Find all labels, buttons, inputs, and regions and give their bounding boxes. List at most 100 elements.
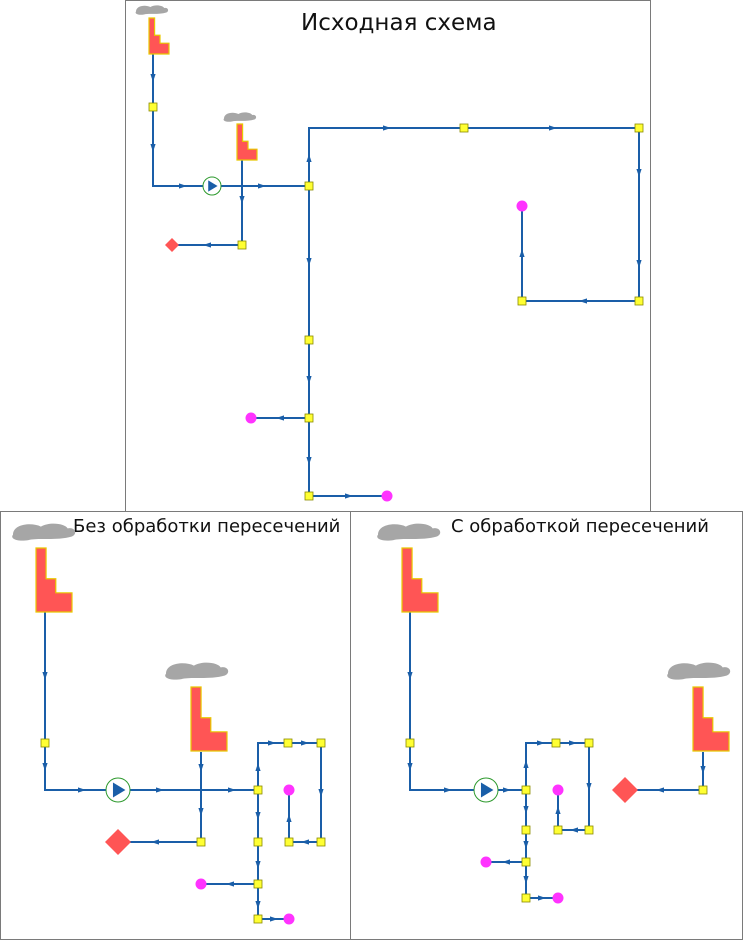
flow-arrow-icon <box>226 881 234 887</box>
junction-node-icon <box>584 738 594 748</box>
flow-arrow-icon <box>523 841 529 849</box>
flow-arrow-icon <box>239 196 245 204</box>
junction-node-icon <box>553 825 563 835</box>
pipe-segment <box>257 742 322 920</box>
pipe-segment <box>118 752 202 843</box>
flow-arrow-icon <box>203 242 211 248</box>
flow-arrow-icon <box>258 183 266 189</box>
flow-arrow-icon <box>519 249 525 257</box>
title-with-intersection-processing: С обработкой пересечений <box>451 516 709 537</box>
pump-triangle-icon <box>480 782 494 798</box>
flow-arrow-icon <box>636 169 642 177</box>
flow-arrow-icon <box>538 895 546 901</box>
pipe-segment <box>44 612 258 791</box>
flow-arrow-icon <box>301 740 309 746</box>
factory-icon <box>236 123 258 161</box>
flow-arrow-icon <box>268 740 276 746</box>
junction-node-icon <box>521 857 531 867</box>
flow-arrow-icon <box>306 376 312 384</box>
junction-node-icon <box>316 837 326 847</box>
pipe-segment <box>625 752 704 791</box>
flow-arrow-icon <box>700 766 706 774</box>
flow-arrow-icon <box>179 183 187 189</box>
title-original-scheme: Исходная схема <box>301 10 497 36</box>
factory-icon <box>148 17 170 55</box>
flow-arrow-icon <box>407 763 413 771</box>
junction-node-icon <box>283 738 293 748</box>
factory-icon <box>190 686 228 752</box>
flow-arrow-icon <box>636 260 642 268</box>
flow-arrow-icon <box>228 787 236 793</box>
flow-arrow-icon <box>555 806 561 814</box>
junction-node-icon <box>698 785 708 795</box>
flow-arrow-icon <box>537 740 545 746</box>
without-processing-diagram <box>12 523 326 925</box>
junction-node-icon <box>148 102 158 112</box>
junction-node-icon <box>253 879 263 889</box>
flow-arrow-icon <box>306 154 312 162</box>
junction-node-icon <box>634 296 644 306</box>
junction-node-icon <box>405 738 415 748</box>
smoke-icon <box>12 523 76 541</box>
flow-arrow-icon <box>255 901 261 909</box>
original-scheme-diagram <box>135 5 644 502</box>
panel-without-intersection-processing <box>0 511 351 940</box>
flow-arrow-icon <box>407 672 413 680</box>
pipe-segment <box>152 53 309 187</box>
flow-arrow-icon <box>306 457 312 465</box>
flow-arrow-icon <box>345 493 353 499</box>
consumer-icon <box>381 490 393 502</box>
consumer-icon <box>552 892 564 904</box>
junction-node-icon <box>517 296 527 306</box>
consumer-icon <box>480 856 492 868</box>
flow-arrow-icon <box>255 812 261 820</box>
flow-arrow-icon <box>444 787 452 793</box>
smoke-icon <box>223 112 257 122</box>
consumer-icon <box>245 412 257 424</box>
flow-arrow-icon <box>151 839 159 845</box>
flow-arrow-icon <box>570 827 578 833</box>
pipe-segment <box>308 127 640 497</box>
pipe-segment <box>172 160 243 246</box>
flow-arrow-icon <box>502 859 510 865</box>
with-processing-diagram <box>377 523 731 904</box>
flow-arrow-icon <box>301 839 309 845</box>
flow-arrow-icon <box>42 672 48 680</box>
factory-icon <box>692 686 730 752</box>
flow-arrow-icon <box>150 74 156 82</box>
sink-diamond-icon <box>165 238 179 252</box>
flow-arrow-icon <box>586 783 592 791</box>
flow-arrow-icon <box>255 861 261 869</box>
flow-arrow-icon <box>150 144 156 152</box>
sink-diamond-icon <box>105 829 131 855</box>
flow-arrow-icon <box>318 789 324 797</box>
smoke-icon <box>377 523 441 541</box>
junction-node-icon <box>521 825 531 835</box>
panel-original-scheme <box>125 0 651 512</box>
junction-node-icon <box>459 123 469 133</box>
flow-arrow-icon <box>255 763 261 771</box>
factory-icon <box>401 547 439 613</box>
consumer-icon <box>283 784 295 796</box>
flow-arrow-icon <box>656 787 664 793</box>
junction-node-icon <box>196 837 206 847</box>
flow-arrow-icon <box>156 787 164 793</box>
flow-arrow-icon <box>198 764 204 772</box>
flow-arrow-icon <box>78 787 86 793</box>
flow-arrow-icon <box>286 814 292 822</box>
flow-arrow-icon <box>503 787 511 793</box>
flow-arrow-icon <box>579 298 587 304</box>
flow-arrow-icon <box>523 760 529 768</box>
junction-node-icon <box>316 738 326 748</box>
title-without-intersection-processing: Без обработки пересечений <box>73 516 341 537</box>
junction-node-icon <box>521 893 531 903</box>
factory-icon <box>35 547 73 613</box>
consumer-icon <box>516 200 528 212</box>
junction-node-icon <box>634 123 644 133</box>
junction-node-icon <box>304 181 314 191</box>
junction-node-icon <box>304 491 314 501</box>
flow-arrow-icon <box>306 258 312 266</box>
smoke-icon <box>667 662 731 680</box>
junction-node-icon <box>304 413 314 423</box>
pipe-segment <box>409 612 526 791</box>
